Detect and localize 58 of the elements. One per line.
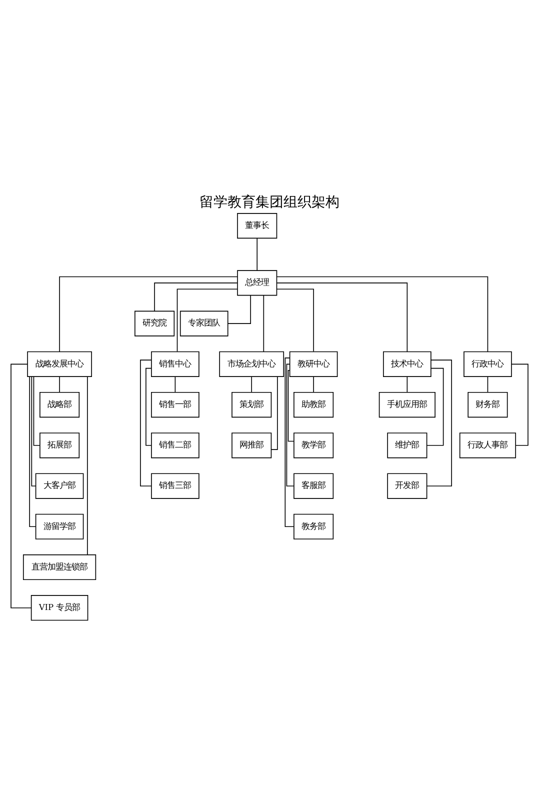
node-box: 游留学部 — [35, 513, 84, 539]
connector — [426, 367, 444, 446]
node-box: 策划部 — [232, 391, 272, 418]
connector — [59, 276, 238, 352]
node-box: 市场企划中心 — [219, 350, 284, 376]
connector — [276, 288, 314, 352]
node-box: 大客户部 — [35, 472, 84, 498]
connector — [276, 282, 408, 352]
node-box: 助教部 — [294, 391, 334, 418]
node-box: VIP 专员部 — [30, 594, 88, 620]
connector — [10, 363, 32, 608]
node-box: 网推部 — [232, 432, 272, 458]
node-box: 战略发展中心 — [27, 350, 92, 376]
connector — [29, 376, 36, 527]
node-box: 维护部 — [387, 432, 428, 458]
node-box: 开发部 — [387, 472, 428, 498]
node-box: 行政人事部 — [459, 432, 516, 458]
connector — [59, 376, 60, 392]
connector — [313, 376, 314, 392]
node-box: 拓展部 — [40, 432, 80, 458]
connector — [146, 367, 152, 446]
node-box: 客服部 — [294, 472, 334, 498]
node-box: 销售一部 — [151, 391, 200, 418]
connector — [288, 369, 294, 442]
connector — [487, 376, 488, 392]
node-box: 专家团队 — [180, 310, 228, 336]
connector — [251, 376, 252, 392]
connector — [154, 282, 238, 312]
node-box: 技术中心 — [383, 350, 432, 376]
connector — [33, 376, 40, 446]
node-box: 战略部 — [40, 391, 80, 418]
node-box: 财务部 — [468, 391, 508, 418]
connector — [176, 288, 238, 352]
node-box: 研究院 — [134, 310, 175, 336]
diagram-title: 留学教育集团组织架构 — [200, 194, 340, 210]
node-box: 手机应用部 — [378, 391, 436, 418]
node-box: 教学部 — [294, 432, 334, 458]
connector — [256, 237, 258, 270]
connector — [276, 276, 488, 352]
connector — [31, 376, 36, 486]
connector — [227, 294, 251, 324]
connector — [263, 294, 264, 352]
node-box: 销售二部 — [151, 432, 200, 458]
node-box: 董事长 — [237, 212, 278, 238]
connector — [271, 376, 278, 450]
node-box: 直营加盟连锁部 — [22, 554, 96, 580]
node-box: 销售中心 — [151, 350, 200, 376]
connector — [426, 359, 452, 486]
connector — [174, 376, 176, 392]
node-box: 销售三部 — [151, 472, 200, 498]
connector — [406, 376, 408, 392]
connector — [284, 357, 294, 527]
node-box: 行政中心 — [464, 350, 512, 376]
connector — [286, 363, 294, 486]
node-box: 教研中心 — [289, 350, 338, 376]
node-box: 教务部 — [294, 513, 334, 539]
node-box: 总经理 — [237, 270, 278, 296]
connector — [87, 376, 88, 555]
